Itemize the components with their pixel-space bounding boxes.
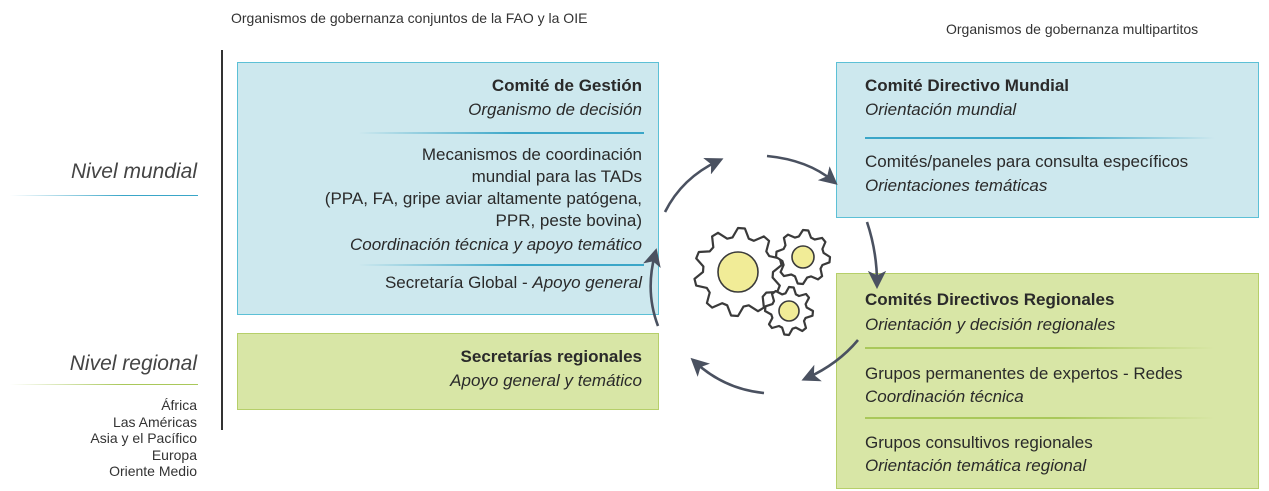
consultation-committees: Comités/paneles para consulta específico… bbox=[865, 152, 1189, 171]
region-item: Europa bbox=[151, 446, 197, 463]
expert-groups-role: Coordinación técnica bbox=[865, 387, 1024, 406]
region-item: Oriente Medio bbox=[109, 463, 197, 479]
section-divider bbox=[865, 417, 1215, 419]
global-steering-committee-box: Comité Directivo Mundial Orientación mun… bbox=[836, 62, 1259, 218]
technical-coordination-role: Coordinación técnica y apoyo temático bbox=[350, 235, 642, 254]
global-secretariat: Secretaría Global - bbox=[384, 273, 533, 292]
region-item: Asia y el Pacífico bbox=[90, 430, 197, 446]
coordination-mechanisms-line: Mecanismos de coordinación bbox=[421, 145, 642, 164]
regional-steering-committees-box: Comités Directivos Regionales Orientació… bbox=[836, 273, 1259, 489]
curved-arrow-icon bbox=[801, 339, 859, 382]
expert-groups: Grupos permanentes de expertos - Redes bbox=[865, 364, 1183, 383]
section-divider bbox=[865, 347, 1215, 349]
curved-arrow-icon bbox=[690, 357, 765, 395]
region-item: África bbox=[161, 397, 197, 413]
gear-hub bbox=[791, 245, 815, 269]
management-committee-title: Comité de Gestión bbox=[491, 76, 642, 95]
multistakeholder-bodies-header: Organismos de gobernanza multipartitos bbox=[946, 21, 1199, 37]
section-divider bbox=[358, 132, 644, 134]
curved-arrow-icon bbox=[766, 154, 838, 185]
global-steering-committee-role: Orientación mundial bbox=[865, 100, 1017, 119]
consultation-committees-role: Orientaciones temáticas bbox=[865, 176, 1048, 195]
global-level-rule bbox=[10, 195, 198, 196]
regional-steering-committees-title: Comités Directivos Regionales bbox=[865, 290, 1115, 309]
section-divider bbox=[865, 137, 1215, 139]
regional-steering-committees-role: Orientación y decisión regionales bbox=[865, 315, 1116, 334]
vertical-divider bbox=[221, 50, 223, 430]
curved-arrow-icon bbox=[865, 221, 887, 290]
regional-level-rule bbox=[10, 384, 198, 385]
regional-secretariats-role: Apoyo general y temático bbox=[450, 371, 642, 390]
section-divider bbox=[358, 264, 644, 266]
global-secretariat-role: Apoyo general bbox=[532, 273, 642, 292]
regional-level-label: Nivel regional bbox=[69, 352, 197, 375]
management-committee-role: Organismo de decisión bbox=[468, 100, 642, 119]
region-list: África Las Américas Asia y el Pacífico E… bbox=[60, 397, 197, 480]
region-item: Las Américas bbox=[112, 413, 197, 430]
regional-secretariats-title: Secretarías regionales bbox=[460, 347, 642, 366]
consultative-groups: Grupos consultivos regionales bbox=[865, 433, 1093, 452]
regional-secretariats-box: Secretarías regionales Apoyo general y t… bbox=[237, 333, 659, 410]
gears-icon bbox=[693, 226, 832, 337]
joint-bodies-header: Organismos de gobernanza conjuntos de la… bbox=[231, 10, 588, 26]
gear-hub bbox=[717, 251, 759, 293]
coordination-mechanisms-line: mundial para las TADs bbox=[471, 167, 642, 186]
management-committee-box: Comité de Gestión Organismo de decisión … bbox=[237, 62, 659, 315]
consultative-groups-role: Orientación temática regional bbox=[865, 456, 1087, 475]
gear-hub bbox=[778, 300, 800, 322]
global-secretariat-line: Secretaría Global - Apoyo general bbox=[385, 272, 642, 294]
curved-arrow-icon bbox=[643, 248, 661, 327]
coordination-mechanisms-line: (PPA, FA, gripe aviar altamente patógena… bbox=[324, 189, 642, 208]
curved-arrow-icon bbox=[663, 157, 724, 213]
coordination-mechanisms-line: PPR, peste bovina) bbox=[495, 211, 642, 230]
global-level-label: Nivel mundial bbox=[70, 160, 197, 183]
global-steering-committee-title: Comité Directivo Mundial bbox=[865, 76, 1070, 95]
